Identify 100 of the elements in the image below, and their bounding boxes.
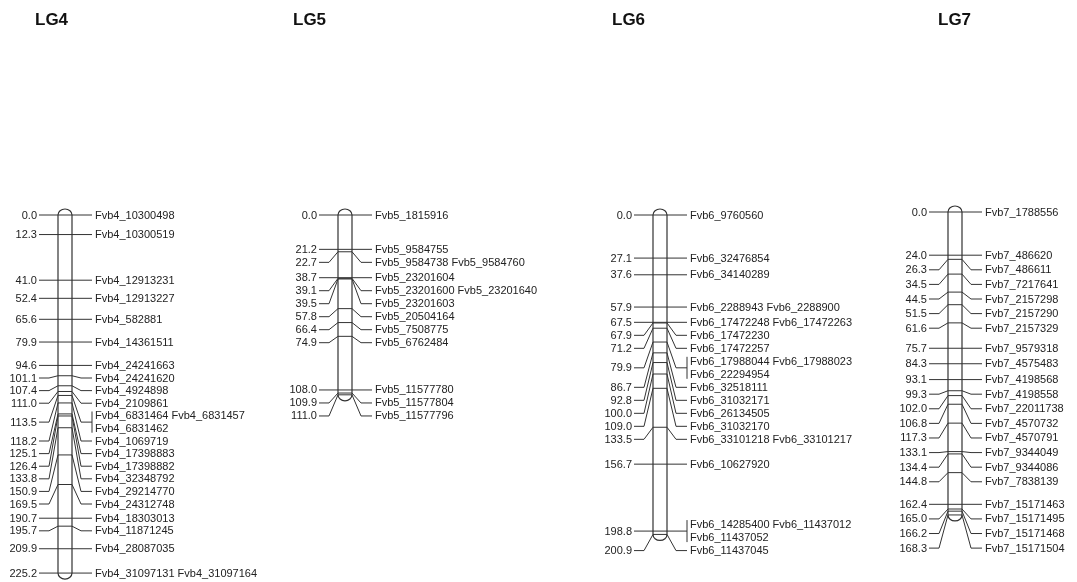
map-position: 22.7	[295, 255, 317, 269]
marker-name: Fvb6_33101218 Fvb6_33101217	[690, 432, 853, 446]
marker-name: Fvb6_11437045	[690, 544, 769, 558]
marker-name: Fvb6_22294954	[690, 367, 770, 381]
map-position: 108.0	[289, 383, 317, 397]
marker-name: Fvb5_9584755	[375, 242, 449, 256]
marker-name: Fvb7_9344086	[985, 460, 1059, 474]
map-position: 111.0	[11, 396, 37, 410]
map-position: 126.4	[9, 459, 37, 473]
marker-name: Fvb4_10300498	[95, 208, 175, 222]
map-position: 51.5	[905, 307, 927, 321]
marker-name: Fvb4_17398882	[95, 459, 175, 473]
map-position: 166.2	[899, 527, 927, 540]
marker-name: Fvb4_6831462	[95, 421, 169, 435]
marker-name: Fvb4_24241663	[95, 358, 175, 372]
map-position: 52.4	[15, 291, 37, 305]
map-position: 94.6	[15, 358, 37, 372]
map-position: 0.0	[21, 208, 37, 222]
map-position: 79.9	[610, 361, 632, 375]
map-position: 133.5	[604, 432, 632, 446]
marker-name: Fvb4_31097131 Fvb4_31097164	[95, 566, 258, 580]
map-position: 39.1	[295, 284, 317, 298]
map-position: 162.4	[899, 497, 927, 511]
marker-name: Fvb4_582881	[95, 312, 163, 326]
group-title: LG5	[293, 10, 327, 30]
map-position: 79.9	[15, 335, 37, 349]
map-position: 144.8	[899, 475, 927, 489]
map-position: 67.9	[610, 328, 632, 342]
marker-name: Fvb4_24312748	[95, 497, 175, 511]
map-position: 133.1	[899, 446, 927, 460]
map-position: 109.9	[289, 396, 317, 410]
map-position: 107.4	[9, 384, 37, 398]
map-position: 26.3	[905, 263, 927, 277]
marker-name: Fvb4_29214770	[95, 484, 175, 498]
marker-name: Fvb7_486620	[985, 248, 1053, 262]
map-position: 99.3	[905, 387, 927, 401]
map-position: 118.2	[10, 434, 37, 448]
marker-name: Fvb5_9584738 Fvb5_9584760	[375, 255, 525, 269]
map-position: 134.4	[899, 460, 927, 474]
marker-name: Fvb4_14361511	[95, 335, 174, 349]
map-position: 44.5	[905, 292, 927, 306]
marker-name: Fvb7_15171504	[985, 541, 1065, 555]
marker-name: Fvb6_9760560	[690, 208, 764, 222]
map-position: 86.7	[610, 380, 632, 394]
map-position: 61.6	[905, 321, 927, 335]
map-position: 169.5	[9, 497, 37, 511]
map-position: 109.0	[604, 419, 632, 433]
map-position: 75.7	[905, 341, 927, 355]
marker-name: Fvb7_15171463	[985, 497, 1065, 511]
map-position: 100.0	[604, 406, 632, 420]
marker-name: Fvb7_1788556	[985, 205, 1059, 219]
marker-name: Fvb6_10627920	[690, 457, 770, 471]
map-position: 195.7	[9, 524, 37, 538]
marker-name: Fvb6_17988044 Fvb6_17988023	[690, 354, 853, 368]
marker-name: Fvb7_2157298	[985, 292, 1059, 306]
map-position: 111.0	[291, 409, 317, 423]
map-position: 209.9	[9, 542, 37, 556]
marker-name: Fvb6_31032171	[690, 393, 770, 407]
map-position: 27.1	[610, 251, 632, 265]
map-position: 21.2	[295, 242, 317, 256]
map-position: 200.9	[604, 544, 632, 558]
map-position: 106.8	[899, 416, 927, 430]
marker-name: Fvb4_12913231	[95, 273, 175, 287]
map-position: 65.6	[15, 312, 37, 326]
map-position: 38.7	[295, 271, 317, 285]
map-position: 71.2	[610, 341, 632, 355]
map-position: 113.5	[10, 415, 37, 429]
map-position: 39.5	[295, 297, 317, 311]
map-position: 57.9	[610, 300, 632, 314]
map-position: 84.3	[905, 357, 927, 371]
marker-name: Fvb6_32476854	[690, 251, 770, 265]
map-position: 34.5	[905, 277, 927, 291]
marker-name: Fvb6_26134505	[690, 406, 770, 420]
map-position: 190.7	[9, 511, 37, 525]
map-position: 0.0	[301, 208, 317, 222]
marker-name: Fvb6_17472257	[690, 341, 770, 355]
marker-name: Fvb6_17472230	[690, 328, 770, 342]
map-position: 67.5	[610, 315, 632, 329]
map-position: 92.8	[610, 393, 632, 407]
map-position: 0.0	[911, 205, 927, 219]
marker-name: Fvb6_2288943 Fvb6_2288900	[690, 300, 840, 314]
map-position: 74.9	[295, 336, 317, 350]
marker-name: Fvb7_2157329	[985, 321, 1059, 335]
map-position: 0.0	[616, 208, 632, 222]
map-position: 198.8	[604, 524, 632, 538]
marker-name: Fvb7_9579318	[985, 341, 1059, 355]
marker-name: Fvb7_4198558	[985, 387, 1059, 401]
map-position: 37.6	[610, 268, 632, 282]
marker-name: Fvb5_1815916	[375, 208, 449, 222]
map-position: 66.4	[295, 323, 317, 337]
map-position: 125.1	[9, 447, 37, 461]
marker-name: Fvb6_31032170	[690, 419, 770, 433]
map-position: 225.2	[9, 566, 37, 580]
marker-name: Fvb7_4570732	[985, 416, 1059, 430]
map-position: 41.0	[15, 273, 37, 287]
marker-name: Fvb4_2109861	[95, 396, 169, 410]
marker-name: Fvb4_18303013	[95, 511, 175, 525]
map-position: 93.1	[905, 373, 927, 387]
group-title: LG4	[35, 10, 69, 30]
map-position: 101.1	[9, 371, 37, 385]
